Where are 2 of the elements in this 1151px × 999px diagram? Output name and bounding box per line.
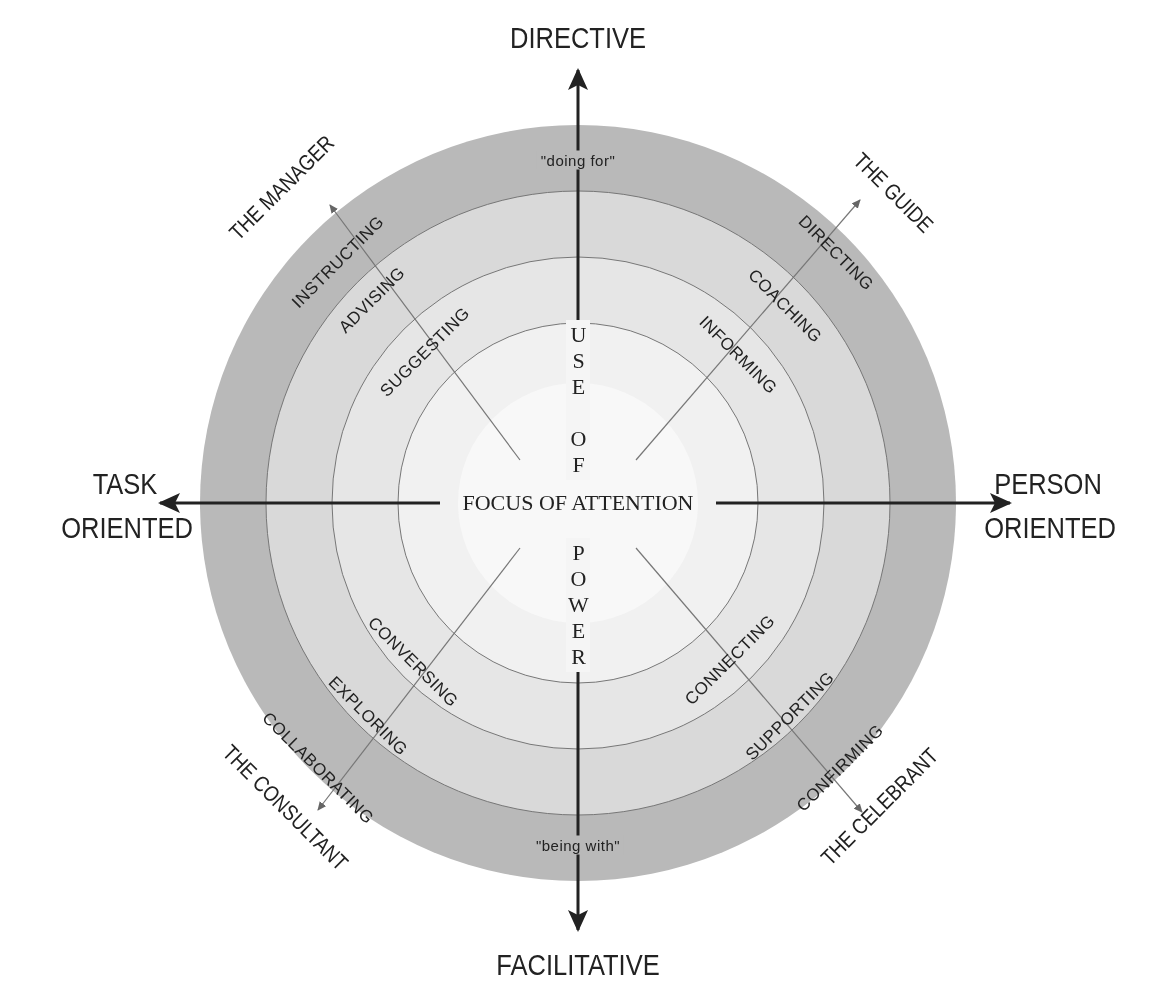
axis-label: FACILITATIVE [496,950,660,980]
axis-label: DIRECTIVE [510,23,646,53]
